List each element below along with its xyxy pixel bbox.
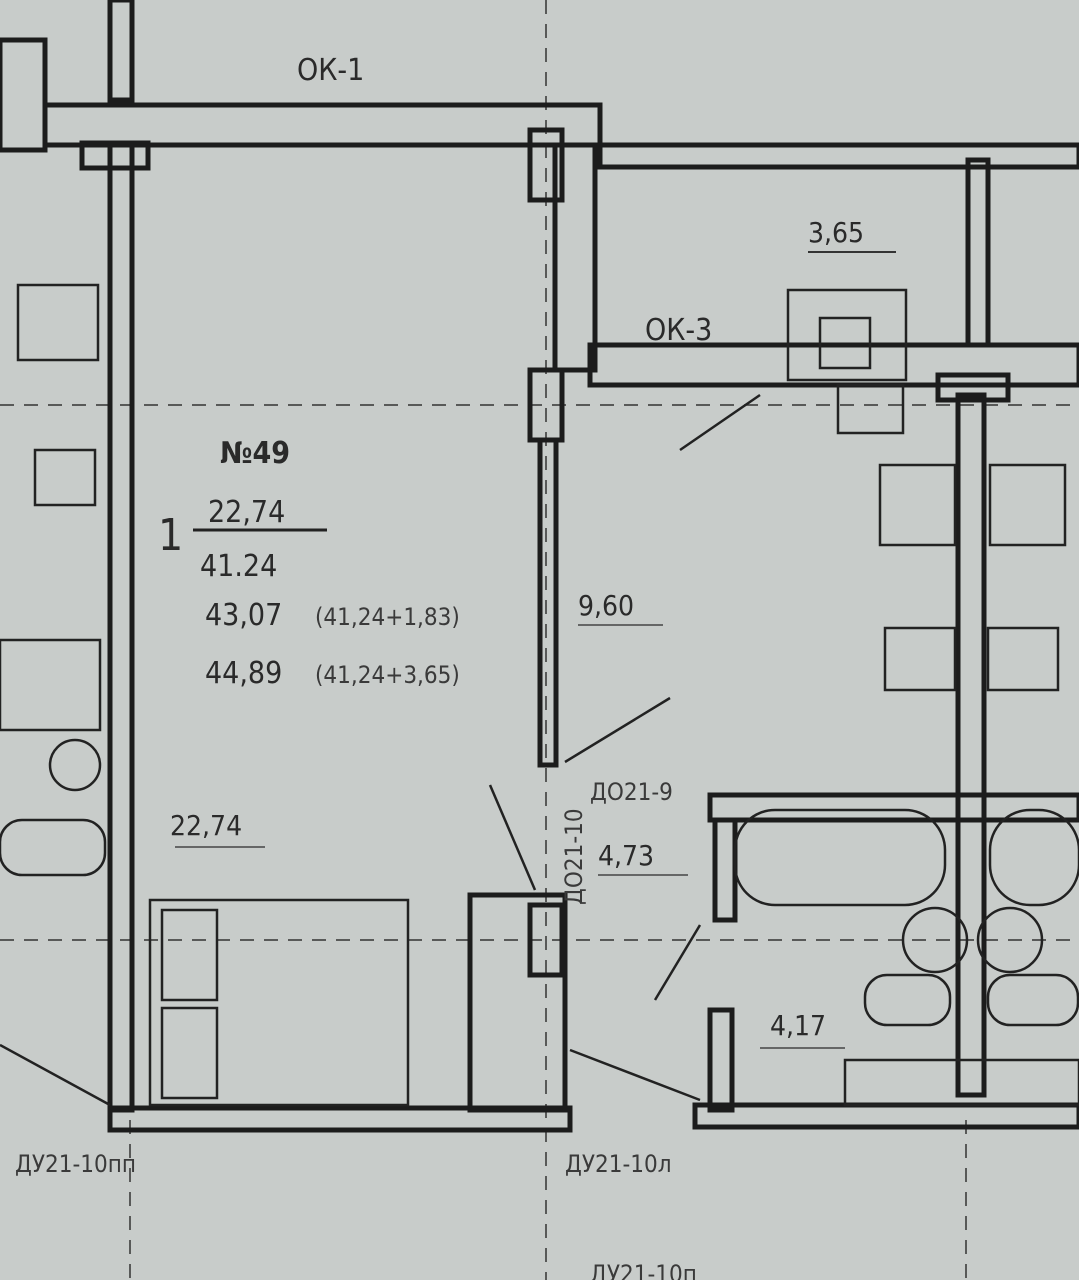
door-du21-10p-label: ДУ21-10п — [590, 1260, 697, 1280]
window-ok3-label: ОК-3 — [645, 313, 712, 348]
total-area: 41.24 — [200, 549, 277, 584]
apartment-number: №49 — [220, 436, 290, 471]
kitchen-area-label: 9,60 — [578, 589, 634, 622]
bathroom-area-label: 4,17 — [770, 1009, 826, 1042]
living-area: 22,74 — [208, 495, 285, 530]
room-area-label: 22,74 — [170, 809, 242, 842]
area-with-balcony-formula: (41,24+1,83) — [315, 603, 460, 631]
door-du21-10l-label: ДУ21-10л — [565, 1150, 672, 1178]
door-du21-10pp-label: ДУ21-10пп — [15, 1150, 136, 1178]
loggia-area-label: 3,65 — [808, 216, 864, 249]
fixtures — [0, 283, 1079, 1107]
walls — [0, 0, 1079, 1133]
area-with-loggia-formula: (41,24+3,65) — [315, 661, 460, 689]
room-count: 1 — [158, 510, 183, 561]
window-ok1-label: ОК-1 — [297, 53, 364, 88]
door-do21-10-label: ДО21-10 — [560, 808, 588, 905]
area-with-loggia: 44,89 — [205, 656, 282, 691]
area-with-balcony: 43,07 — [205, 598, 282, 633]
hall-area-label: 4,73 — [598, 839, 654, 872]
door-do21-9-label: ДО21-9 — [590, 778, 673, 806]
